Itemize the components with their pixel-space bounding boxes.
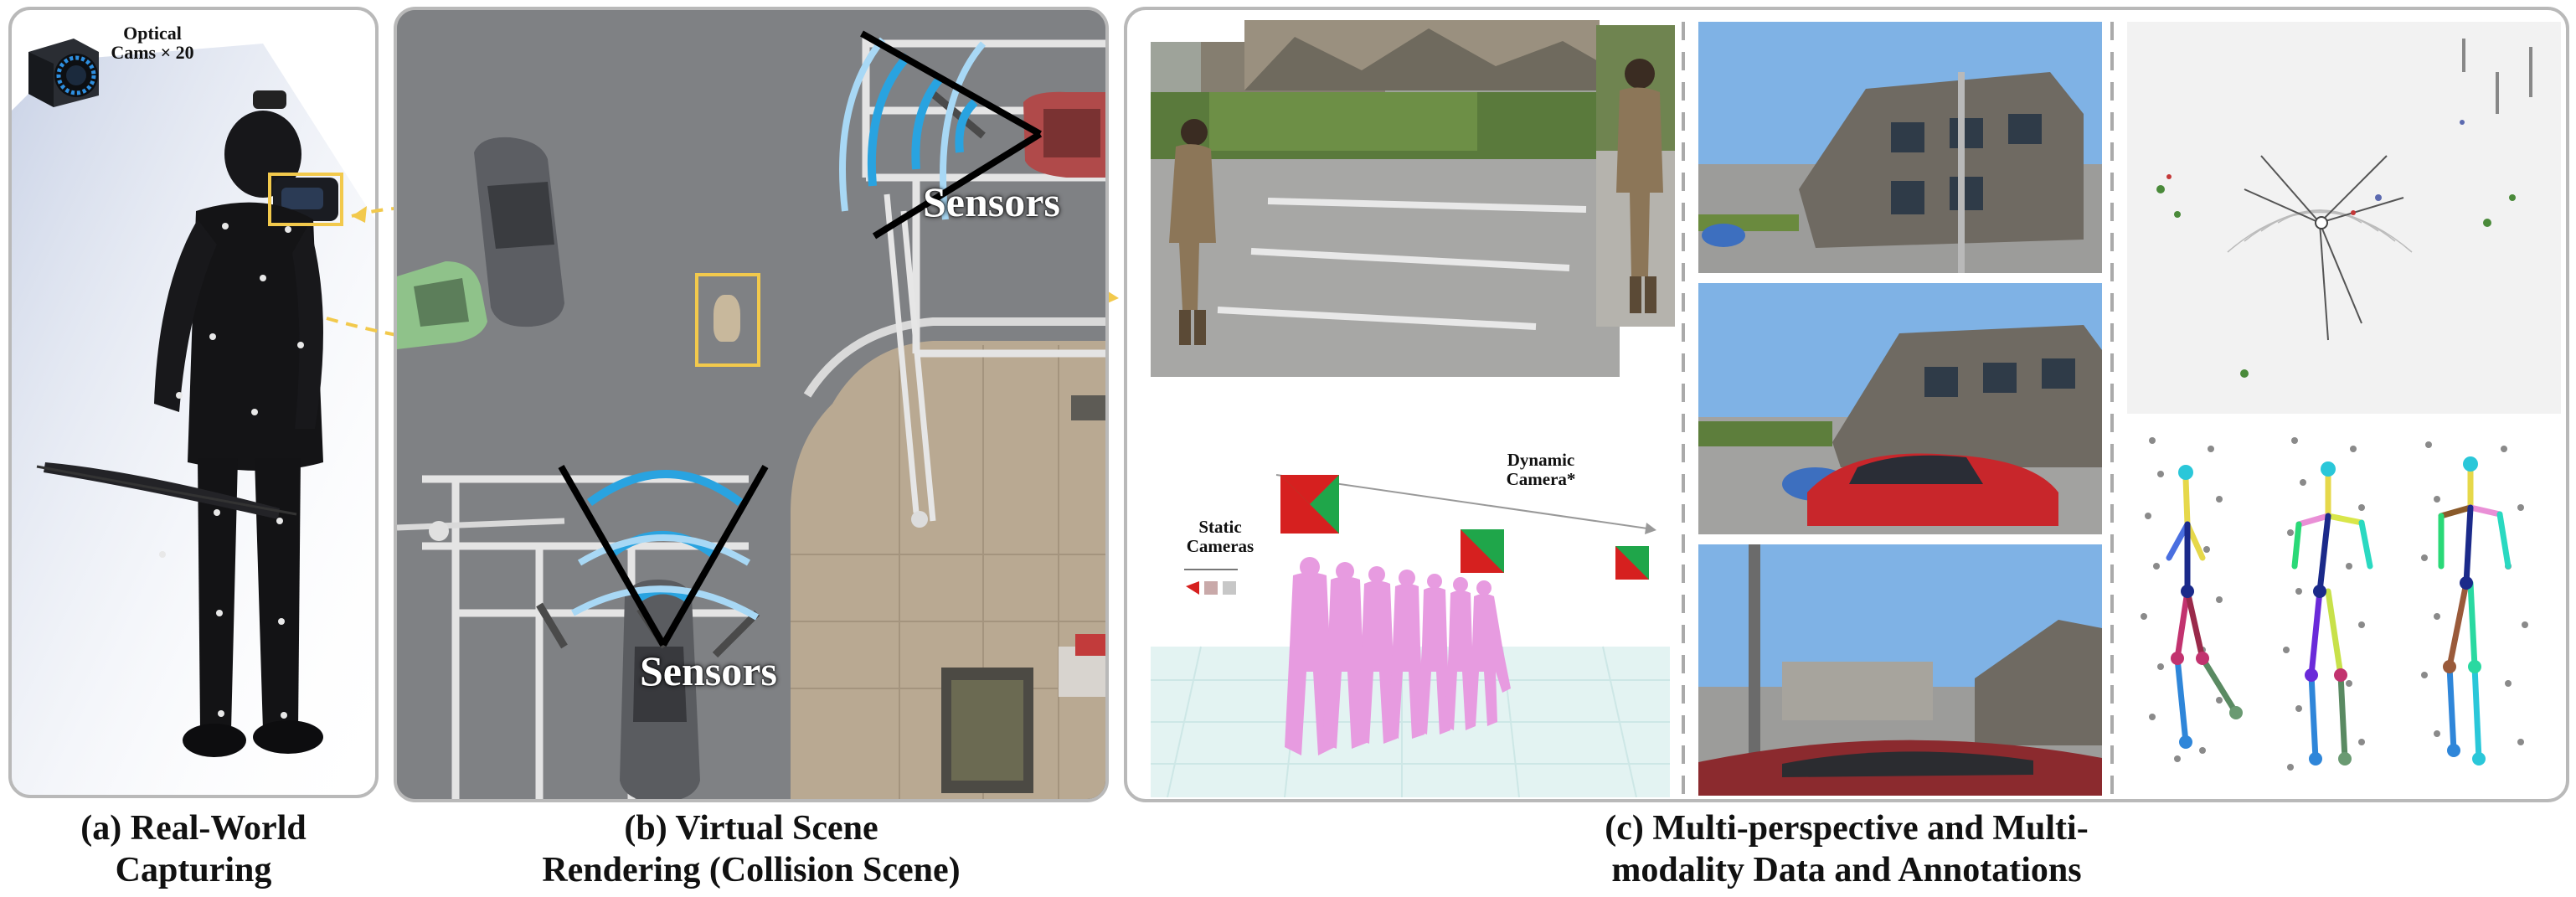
- dynamic-camera-cube-3: [1615, 546, 1649, 580]
- caption-panel-a: (a) Real-World Capturing: [80, 809, 307, 889]
- panel-real-world-capturing: Optical Cams × 20: [8, 7, 379, 798]
- pedestrian-close-render: [1596, 25, 1675, 327]
- panel-multi-perspective-data: Static Cameras Dynamic Camera*: [1124, 7, 2569, 802]
- dynamic-camera-cube-2: [1461, 529, 1504, 573]
- street-view-render-2: [1698, 283, 2102, 534]
- grey-car-top: [474, 137, 564, 327]
- static-cameras-label: Static Cameras: [1186, 517, 1255, 556]
- headset-highlight-box: [268, 173, 343, 226]
- dynamic-camera-label: Dynamic Camera*: [1506, 450, 1576, 489]
- optical-camera-icon: [28, 39, 99, 107]
- caption-panel-b: (b) Virtual Scene Rendering (Collision S…: [542, 809, 961, 889]
- sensor-fov-bottom: [558, 465, 769, 647]
- sensors-label-bottom: Sensors: [640, 647, 777, 694]
- street-view-render-3: [1698, 544, 2102, 796]
- green-car: [397, 261, 487, 349]
- lidar-point-cloud: [2127, 22, 2561, 414]
- dashed-separators: [1682, 22, 2114, 794]
- car-bottom: [620, 580, 700, 799]
- panel-virtual-scene-rendering: Sensors Sensors: [394, 7, 1109, 802]
- red-car: [1023, 91, 1105, 178]
- skeleton-point-annotations: [2141, 437, 2528, 771]
- pedestrian-figure: [714, 295, 740, 342]
- pedestrian-street-render: [1151, 42, 1620, 377]
- camera-setup-diagram: [1151, 474, 1670, 797]
- optical-cams-label: Optical Cams × 20: [111, 23, 194, 63]
- pedestrian-highlight-box: [695, 273, 760, 367]
- mountain-inset-render: [1244, 20, 1600, 90]
- caption-panel-c: (c) Multi-perspective and Multi- modalit…: [1605, 809, 2089, 889]
- human-mesh-group: [1285, 557, 1511, 755]
- dynamic-camera-cube-1: [1280, 475, 1339, 534]
- aerial-scene-render: [397, 10, 1105, 799]
- mocap-person-silhouette: [36, 90, 338, 757]
- sensor-fov-top: [839, 30, 1043, 240]
- street-view-render-1: [1698, 22, 2102, 273]
- sensors-label-top: Sensors: [923, 178, 1060, 225]
